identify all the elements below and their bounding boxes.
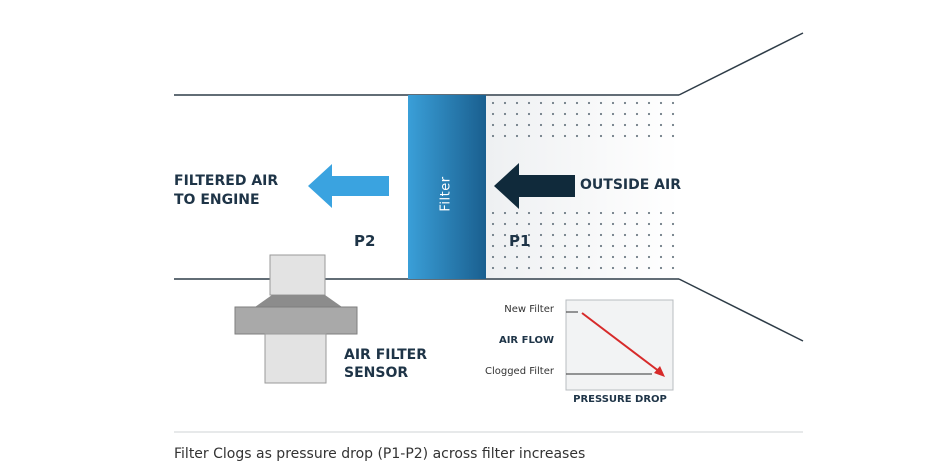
pressure-drop-label: PRESSURE DROP — [573, 394, 667, 405]
trend-line — [581, 312, 661, 373]
filtered-air-label: FILTERED AIR TO ENGINE — [174, 172, 278, 210]
intake-dots-top — [490, 100, 676, 142]
sensor-top — [269, 254, 326, 296]
sensor-collar — [255, 295, 342, 307]
sensor-label: AIR FILTER SENSOR — [344, 346, 427, 382]
air-flow-label: AIR FLOW — [498, 335, 554, 346]
p2-label: P2 — [354, 232, 376, 250]
sensor-flange — [234, 306, 358, 335]
filter-block — [408, 95, 486, 279]
caption: Filter Clogs as pressure drop (P1-P2) ac… — [174, 446, 586, 462]
sensor-label-line2: SENSOR — [344, 365, 409, 381]
intake-flare-bottom — [678, 278, 804, 342]
filtered-air-label-line2: TO ENGINE — [174, 192, 260, 208]
outside-air-arrow — [494, 163, 575, 209]
clogged-filter-label: Clogged Filter — [484, 366, 554, 377]
intake-flare-top — [678, 32, 804, 96]
p1-label: P1 — [509, 232, 531, 250]
filtered-air-arrow — [308, 164, 389, 208]
intake-dots-bottom — [490, 212, 676, 274]
trend-arrowhead — [654, 366, 665, 377]
filter-label: Filter — [438, 176, 454, 212]
outside-air-label: OUTSIDE AIR — [580, 177, 681, 193]
new-filter-label: New Filter — [504, 304, 554, 315]
filtered-air-label-line1: FILTERED AIR — [174, 173, 279, 189]
sensor-label-line1: AIR FILTER — [344, 347, 427, 363]
sensor-bottom — [264, 333, 327, 384]
